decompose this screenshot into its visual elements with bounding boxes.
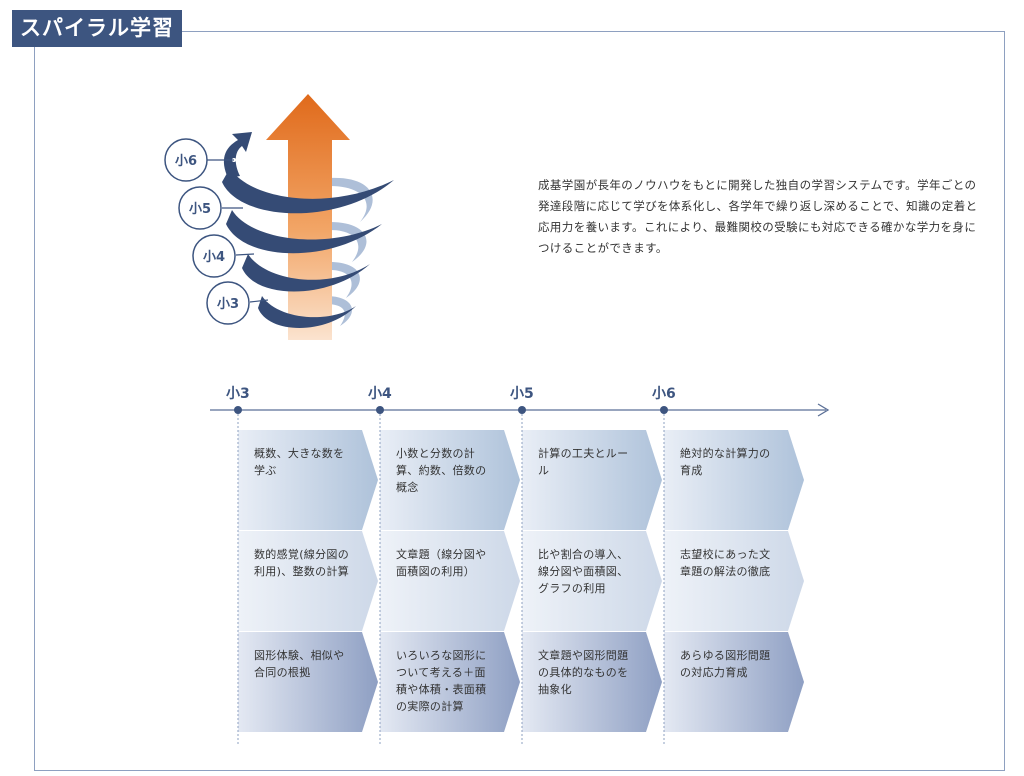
- timeline-cell-text: いろいろな図形について考える＋面積や体積・表面積の実際の計算: [396, 649, 487, 713]
- timeline-chevrons: [238, 430, 804, 732]
- timeline-cell-text: 文章題（線分図や面積図の利用）: [396, 548, 487, 578]
- page-title: スパイラル学習: [12, 10, 182, 47]
- spiral-label-5: 小5: [189, 202, 211, 217]
- grade-label-connectors: [207, 159, 269, 303]
- spiral-front-ribbons: [222, 132, 394, 328]
- timeline-chevron: [238, 531, 378, 631]
- timeline-chevron: [380, 531, 520, 631]
- timeline-chevron: [664, 632, 804, 732]
- timeline-dot-2: [518, 406, 526, 414]
- timeline-dot-3: [660, 406, 668, 414]
- timeline-cell-text: 志望校にあった文章題の解法の徹底: [680, 548, 771, 578]
- timeline-chevron: [522, 430, 662, 530]
- spiral-back-ribbons: [326, 177, 373, 326]
- spiral-label-4: 小4: [203, 250, 225, 265]
- timeline-chevron: [238, 430, 378, 530]
- grade-label-circles: [164, 138, 250, 325]
- timeline-grade-label: 小5: [510, 386, 534, 402]
- intro-text: 成基学園が長年のノウハウをもとに開発した独自の学習システムです。学年ごとの発達段…: [538, 178, 978, 255]
- timeline-grade-label: 小4: [368, 386, 392, 402]
- timeline-dot-0: [234, 406, 242, 414]
- timeline-cell-text: 数的感覚(線分図の利用)、整数の計算: [254, 548, 349, 578]
- timeline-cell-text: 概数、大きな数を学ぶ: [254, 447, 345, 477]
- timeline-cell-text: 計算の工夫とルール: [538, 447, 629, 477]
- spiral-label-3: 小3: [217, 297, 239, 312]
- timeline-chevron: [380, 632, 520, 732]
- timeline-chevron: [380, 430, 520, 530]
- timeline-cell-text: 小数と分数の計算、約数、倍数の概念: [396, 447, 487, 494]
- timeline-chevron: [664, 430, 804, 530]
- timeline-chevron: [238, 632, 378, 732]
- timeline-dot-1: [376, 406, 384, 414]
- timeline-cell-text: あらゆる図形問題の対応力育成: [680, 649, 771, 679]
- timeline-cell-text: 比や割合の導入、線分図や面積図、グラフの利用: [538, 548, 629, 595]
- timeline-chevron: [522, 531, 662, 631]
- growth-arrow: [266, 94, 350, 340]
- timeline-chevron: [664, 531, 804, 631]
- spiral-label-6: 小6: [175, 154, 197, 169]
- content-frame: [34, 31, 1005, 771]
- timeline-grade-label: 小3: [226, 386, 250, 402]
- timeline-cell-text: 図形体験、相似や合同の根拠: [254, 649, 345, 679]
- timeline-cell-text: 絶対的な計算力の育成: [680, 447, 771, 477]
- timeline-chevron: [522, 632, 662, 732]
- timeline-ticks: [234, 406, 668, 746]
- timeline-cell-text: 文章題や図形問題の具体的なものを抽象化: [538, 649, 629, 696]
- timeline-grade-label: 小6: [652, 386, 676, 402]
